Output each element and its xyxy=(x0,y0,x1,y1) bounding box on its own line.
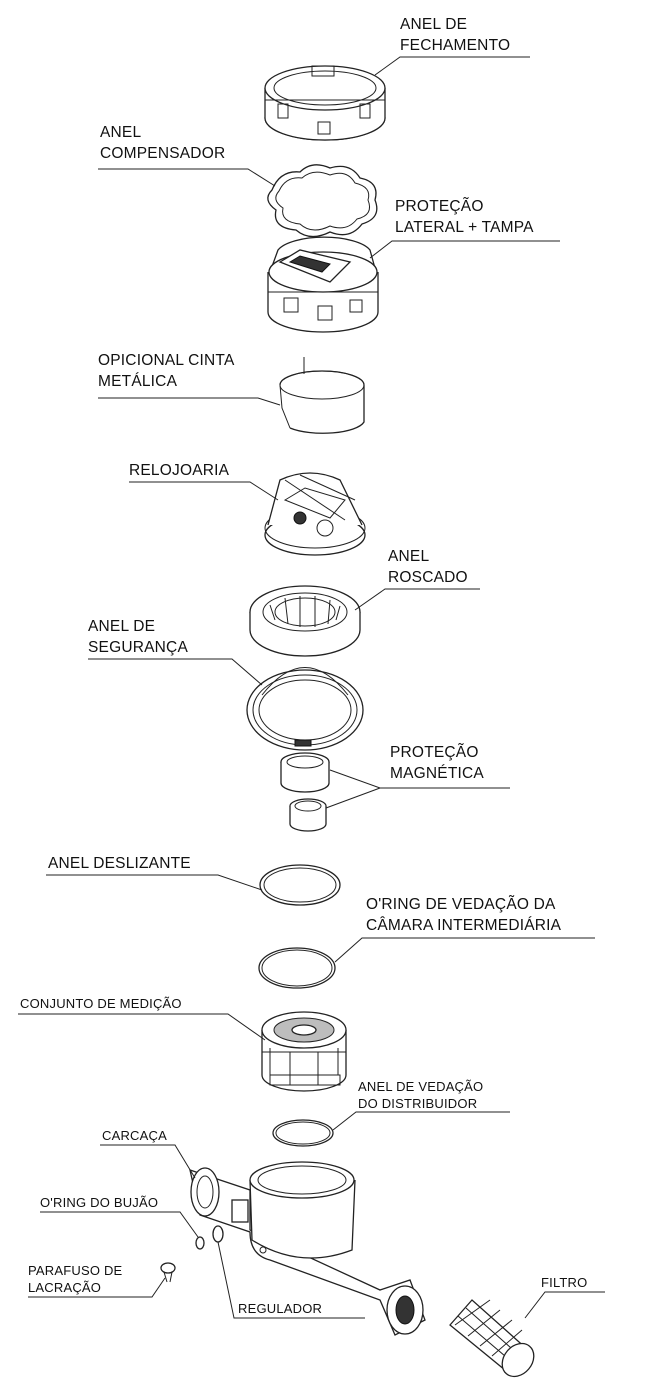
filter-part xyxy=(449,1299,535,1378)
side-protection-cover-part xyxy=(267,236,379,333)
safety-ring-part xyxy=(246,667,364,751)
magnetic-protection-part xyxy=(280,752,330,832)
sliding-ring-part xyxy=(259,864,341,906)
label-oring-bujao: O'RING DO BUJÃO xyxy=(40,1195,159,1210)
closing-ring-part xyxy=(264,65,386,141)
compensator-ring-part xyxy=(267,164,378,238)
body-housing-part xyxy=(189,1161,426,1336)
label-conjunto-medicao: CONJUNTO DE MEDIÇÃO xyxy=(20,996,182,1011)
threaded-ring-part xyxy=(249,585,361,657)
label-anel-deslizante: ANEL DESLIZANTE xyxy=(48,855,191,872)
regulator-part xyxy=(212,1225,224,1243)
label-regulador: REGULADOR xyxy=(238,1301,323,1316)
label-filtro: FILTRO xyxy=(541,1275,588,1290)
label-relojoaria: RELOJOARIA xyxy=(129,462,230,479)
clockwork-register-part xyxy=(264,472,366,556)
distributor-seal-ring-part xyxy=(272,1119,334,1147)
label-carcaca: CARCAÇA xyxy=(102,1128,167,1143)
leader-lines xyxy=(18,56,605,1319)
seal-screw-part xyxy=(160,1262,176,1283)
measuring-unit-part xyxy=(261,1011,347,1092)
chamber-oring-part xyxy=(258,947,336,989)
plug-oring-part xyxy=(195,1236,205,1250)
metal-band-part xyxy=(279,357,365,434)
